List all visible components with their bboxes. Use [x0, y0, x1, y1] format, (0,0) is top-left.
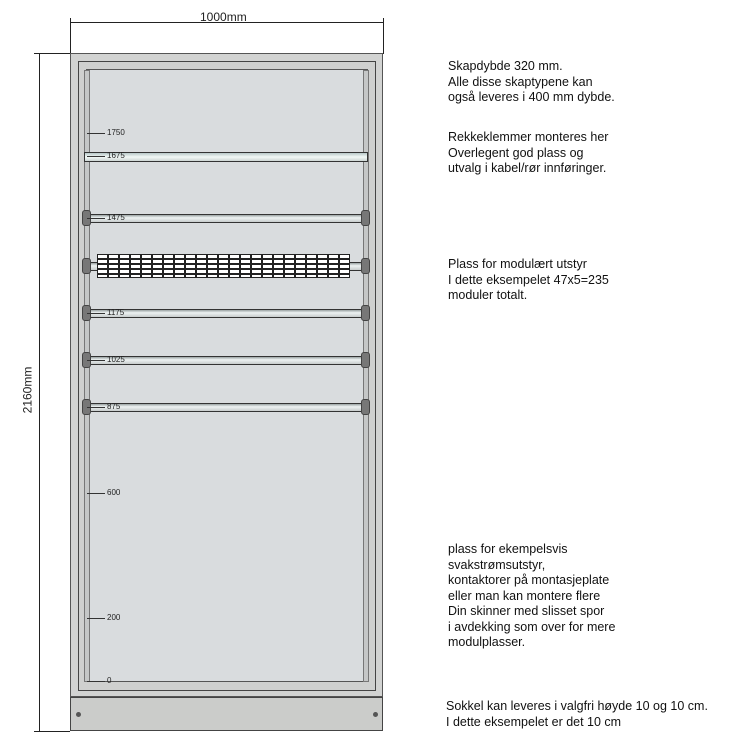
modular-device [174, 254, 185, 278]
width-ext-right [383, 18, 384, 54]
modular-device [262, 254, 273, 278]
terminal-rail [84, 152, 368, 162]
modular-device [97, 254, 108, 278]
modular-device [119, 254, 130, 278]
height-label: 2160mm [20, 366, 35, 414]
modular-device [163, 254, 174, 278]
modular-device [218, 254, 229, 278]
modular-device [196, 254, 207, 278]
rail-bracket [82, 258, 91, 274]
modular-device [152, 254, 163, 278]
plinth [70, 697, 383, 731]
width-label: 1000mm [200, 10, 247, 24]
rail-bracket [361, 210, 370, 226]
screw-icon [76, 712, 81, 717]
height-ext-top [34, 53, 70, 54]
modular-device [130, 254, 141, 278]
right-upright [363, 70, 369, 682]
scale-tick [87, 407, 105, 408]
scale-label: 1675 [107, 151, 125, 160]
modular-device [317, 254, 328, 278]
modular-device [229, 254, 240, 278]
modular-device [306, 254, 317, 278]
scale-tick [87, 618, 105, 619]
rail-bracket [361, 399, 370, 415]
scale-label: 1025 [107, 355, 125, 364]
width-dimension-line [70, 22, 383, 23]
din-rail [84, 403, 368, 412]
din-rail [84, 214, 368, 223]
modular-device [339, 254, 350, 278]
modular-device [108, 254, 119, 278]
height-dimension-line [39, 53, 40, 731]
scale-label: 1750 [107, 128, 125, 137]
note-terminals: Rekkeklemmer monteres her Overlegent god… [448, 130, 609, 175]
scale-label: 200 [107, 613, 121, 622]
rail-bracket [361, 258, 370, 274]
scale-tick [87, 681, 105, 682]
scale-label: 0 [107, 676, 112, 685]
note-plinth: Sokkel kan leveres i valgfri høyde 10 og… [446, 699, 708, 729]
modular-device [141, 254, 152, 278]
scale-tick [87, 133, 105, 134]
note-modular: Plass for modulært utstyr I dette eksemp… [448, 257, 609, 302]
modular-device [240, 254, 251, 278]
scale-label: 1175 [107, 308, 125, 317]
scale-label: 875 [107, 402, 121, 411]
modular-device [295, 254, 306, 278]
scale-label: 600 [107, 488, 121, 497]
modular-device [207, 254, 218, 278]
screw-icon [373, 712, 378, 717]
scale-label: 1475 [107, 213, 125, 222]
scale-tick [87, 493, 105, 494]
modular-device [185, 254, 196, 278]
note-low-voltage: plass for ekempelsvis svakstrømsutstyr, … [448, 542, 616, 649]
scale-tick [87, 218, 105, 219]
din-rail [84, 356, 368, 365]
rail-bracket [361, 352, 370, 368]
din-rail [84, 309, 368, 318]
modular-device [273, 254, 284, 278]
scale-tick [87, 156, 105, 157]
scale-tick [87, 360, 105, 361]
modular-device [284, 254, 295, 278]
modular-device [251, 254, 262, 278]
rail-bracket [361, 305, 370, 321]
height-ext-bottom [34, 731, 70, 732]
width-ext-left [70, 18, 71, 54]
note-depth: Skapdybde 320 mm. Alle disse skaptypene … [448, 59, 615, 104]
scale-tick [87, 313, 105, 314]
modular-device [328, 254, 339, 278]
